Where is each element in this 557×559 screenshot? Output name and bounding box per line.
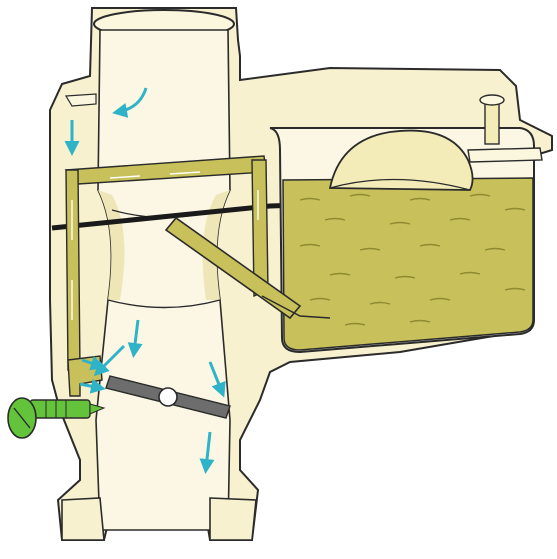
main-nozzle [164,216,302,320]
airflow-arrows [64,87,226,474]
arrow-icon [208,361,226,398]
flange-right [209,497,257,541]
throttle-shaft [158,387,178,407]
flow-indicators [71,171,259,320]
venturi-waist [107,299,221,309]
needle-valve-cap [479,94,505,106]
screw-icon [7,397,106,439]
float-seam [329,178,471,191]
bowl-feed [261,295,331,319]
arrow-icon [199,431,215,474]
float-lever [467,147,543,163]
arrow-icon [81,356,106,371]
arrow-icon [112,87,148,118]
fuel-ripples [299,193,526,326]
idle-air-bleed [64,93,97,107]
arrow-icon [127,319,143,358]
flange-left [61,497,105,541]
arrow-icon [79,378,106,394]
float-icon [328,129,474,191]
fuel-passage-left [65,169,81,371]
fuel-level [282,177,534,351]
